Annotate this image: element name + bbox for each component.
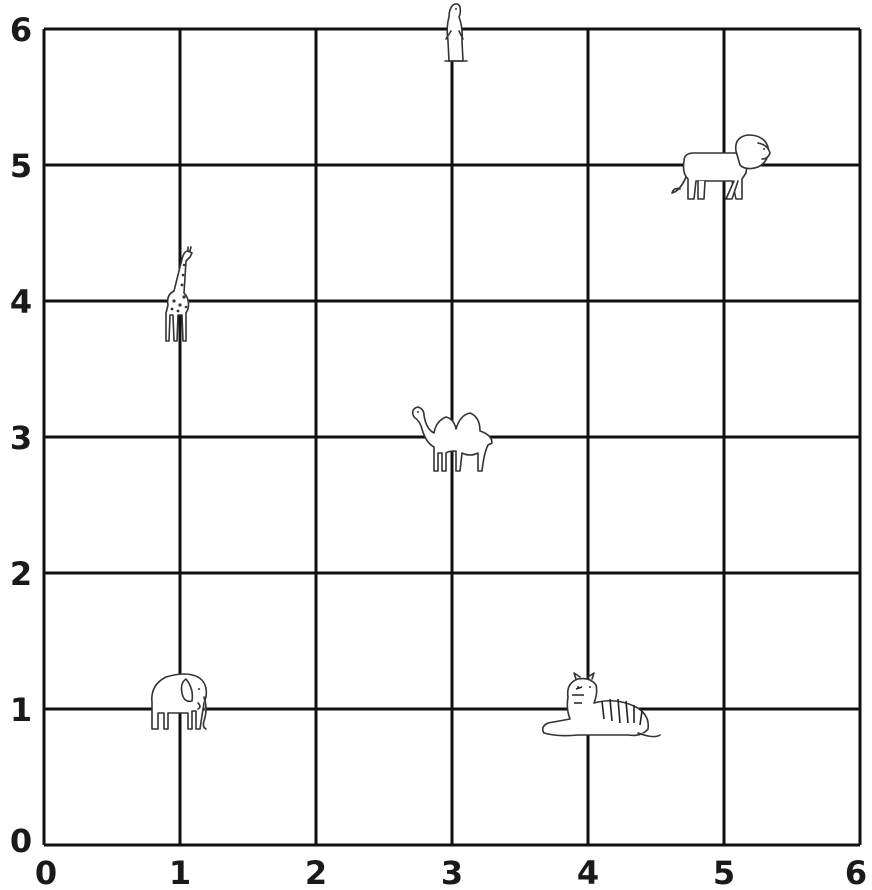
x-tick-label: 4 xyxy=(577,854,599,890)
x-tick-label: 1 xyxy=(169,854,191,890)
x-tick-label: 5 xyxy=(713,854,735,890)
meerkat-icon xyxy=(445,4,467,61)
animal-markers xyxy=(152,4,770,737)
y-tick-label: 4 xyxy=(10,283,32,321)
x-tick-label: 6 xyxy=(845,854,867,890)
y-tick-label: 2 xyxy=(10,555,32,593)
y-tick-label: 0 xyxy=(10,822,32,860)
x-tick-label: 0 xyxy=(35,854,57,890)
x-tick-label: 2 xyxy=(305,854,327,890)
tiger-icon xyxy=(543,673,660,737)
y-tick-label: 5 xyxy=(10,147,32,185)
y-axis-tick-labels: 0 1 2 3 4 5 6 xyxy=(10,11,32,860)
y-tick-label: 1 xyxy=(10,691,32,729)
y-tick-label: 6 xyxy=(10,11,32,49)
x-tick-label: 3 xyxy=(441,854,463,890)
x-axis-tick-labels: 0 1 2 3 4 5 6 xyxy=(35,854,867,890)
y-tick-label: 3 xyxy=(10,419,32,457)
lion-icon xyxy=(672,135,770,199)
